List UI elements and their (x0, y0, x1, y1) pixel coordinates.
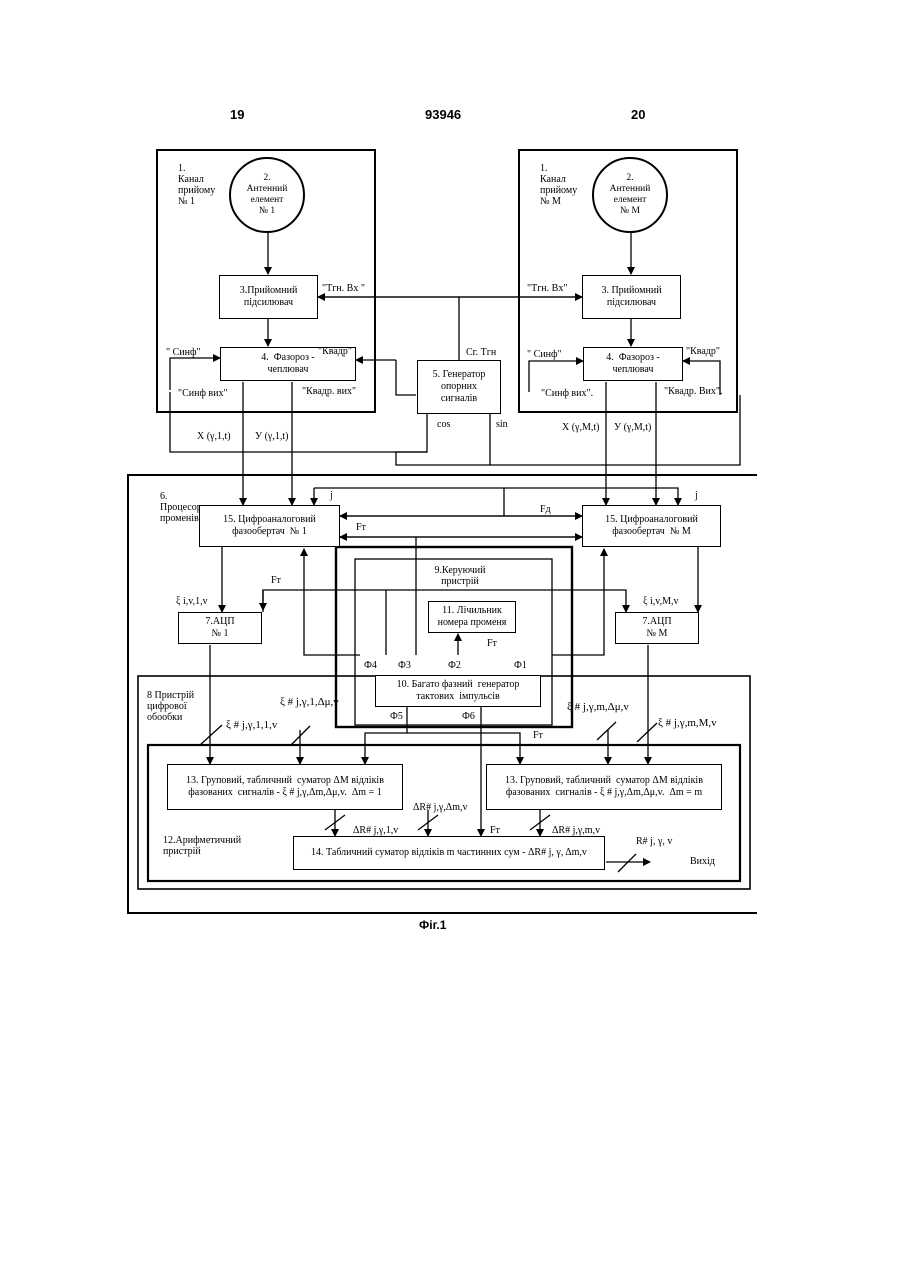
ft-label-adc: Fт (271, 575, 281, 586)
digital-device-label: 8 Пристрій цифрової обообки (147, 690, 194, 723)
phase-f3-label: Ф3 (398, 660, 411, 671)
figure-caption: Фіг.1 (419, 918, 446, 932)
ft-label-bottom: Fт (490, 825, 500, 836)
tgn-input-label-M: "Tгн. Bx" (527, 283, 567, 294)
group-adder-right: 13. Груповий, табличний суматор ΔМ відлі… (486, 764, 722, 810)
phase-f5-label: Ф5 (390, 711, 403, 722)
fd-label: Fд (540, 504, 551, 515)
j-label-right: j (695, 490, 698, 501)
control-device-label: 9.Керуючий пристрій (410, 565, 510, 587)
sin-input-label-M: " Синф" (527, 349, 562, 360)
xi-right-label: ξ i,v,M,v (643, 596, 678, 607)
phase-f6-label: Ф6 (462, 711, 475, 722)
sin-output-label-1: "Синф вих" (178, 388, 228, 399)
channel-M-label: 1. Канал прийому № М (540, 163, 577, 207)
antenna-element-1: 2. Антенний елемент № 1 (229, 157, 305, 233)
adc-1: 7.АЦП № 1 (178, 612, 262, 644)
x1-label: X (γ,1,t) (197, 431, 231, 442)
patent-number: 93946 (425, 107, 461, 122)
dr-dm-label: ΔR# j,γ,Δm,v (413, 802, 468, 813)
xi-hash-1-label: ξ # j,γ,1,1,v (226, 720, 277, 731)
xi-hash-dmu-m-label: ξ # j,γ,m,Δμ,v (567, 702, 629, 713)
quad-output-label-1: "Квадр. вих" (302, 386, 356, 397)
receiver-amplifier-1: 3.Прийомний підсилювач (219, 275, 318, 319)
antenna-element-M: 2. Антенний елемент № М (592, 157, 668, 233)
table-adder-total: 14. Табличний суматор відліків m частинн… (293, 836, 605, 870)
j-label-left: j (330, 490, 333, 501)
reference-signal-generator: 5. Генератор опорних сигналів (417, 360, 501, 414)
xi-hash-dmu-1-label: ξ # j,γ,1,Δμ,v (280, 697, 339, 708)
channel-1-label: 1. Канал прийому № 1 (178, 163, 215, 207)
sg-tgn-label: Сг. Тгн (466, 347, 496, 358)
quad-input-label-M: "Квадр" (686, 346, 720, 357)
sin-input-label-1: " Синф" (166, 347, 201, 358)
r-output-label: R# j, γ, v (636, 836, 672, 847)
sin-output-label-M: "Синф вих". (541, 388, 593, 399)
sin-label: sin (496, 419, 508, 430)
receiver-amplifier-M: 3. Прийомний підсилювач (582, 275, 681, 319)
ft-label-counter: Fт (487, 638, 497, 649)
y1-label: У (γ,1,t) (255, 431, 288, 442)
tgn-input-label-1: "Tгн. Bx " (322, 283, 365, 294)
output-label: Вихід (690, 856, 715, 867)
xM-label: X (γ,M,t) (562, 422, 599, 433)
ft-label-adders: Fт (533, 730, 543, 741)
phase-f4-label: Ф4 (364, 660, 377, 671)
xi-hash-M-label: ξ # j,γ,m,M,v (658, 718, 717, 729)
multiphase-clock-generator: 10. Багато фазний генератор тактових імп… (375, 675, 541, 707)
phase-f1-label: Ф1 (514, 660, 527, 671)
quad-input-label-1: "Квадр" (318, 346, 352, 357)
beam-number-counter: 11. Лічильник номера променя (428, 601, 516, 633)
processor-label: 6. Процесор променів (160, 491, 202, 524)
dac-phase-shifter-M: 15. Цифроаналоговий фазообертач № М (582, 505, 721, 547)
phase-splitter-M: 4. Фазороз - чеплювач (583, 347, 683, 381)
dr-1-label: ΔR# j,γ,1,v (353, 825, 398, 836)
group-adder-left: 13. Груповий, табличний суматор ΔМ відлі… (167, 764, 403, 810)
yM-label: У (γ,M,t) (614, 422, 651, 433)
adc-M: 7.АЦП № М (615, 612, 699, 644)
phase-f2-label: Ф2 (448, 660, 461, 671)
xi-left-label: ξ i,v,1,v (176, 596, 208, 607)
dac-phase-shifter-1: 15. Цифроаналоговий фазообертач № 1 (199, 505, 340, 547)
cos-label: cos (437, 419, 450, 430)
left-page-number: 19 (230, 107, 244, 122)
right-page-number: 20 (631, 107, 645, 122)
arithmetic-device-label: 12.Арифметичний пристрій (163, 835, 241, 857)
quad-output-label-M: "Квадр. Вих". (664, 386, 722, 397)
ft-label-top: Fт (356, 522, 366, 533)
dr-m-label: ΔR# j,γ,m,v (552, 825, 600, 836)
